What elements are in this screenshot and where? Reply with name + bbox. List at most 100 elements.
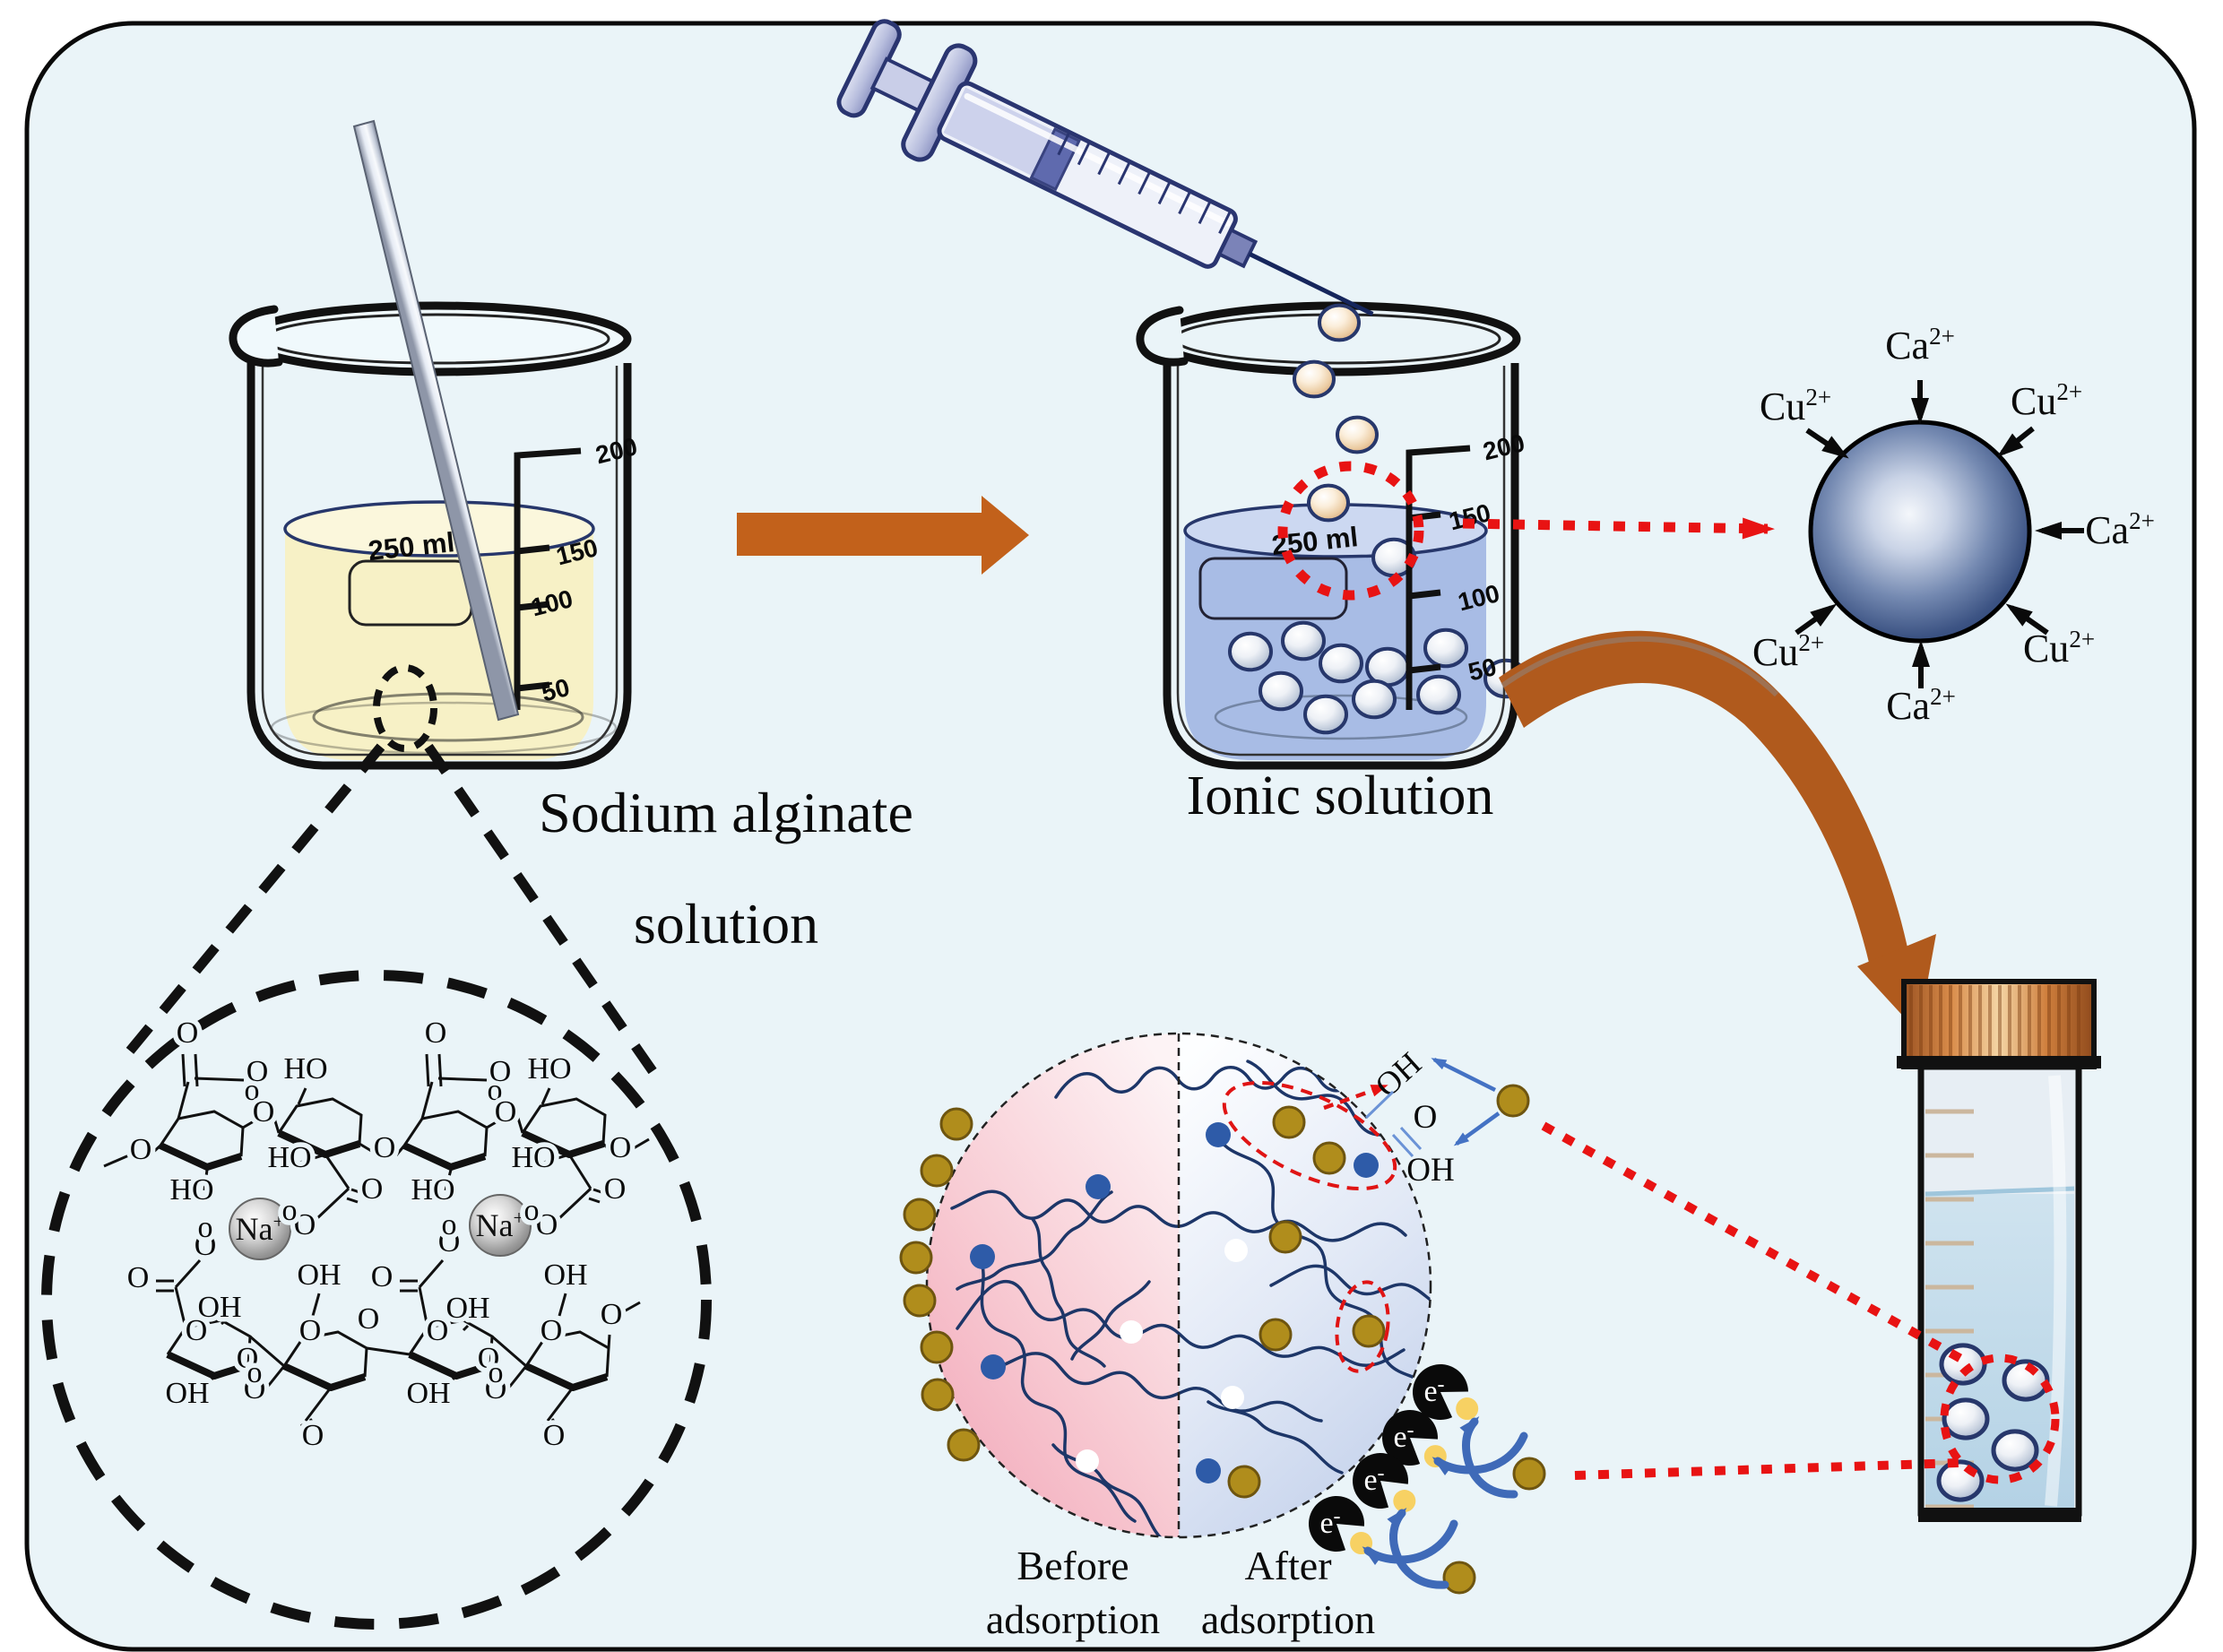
syringe-needle	[1248, 252, 1374, 316]
magnifier-line-left	[118, 743, 385, 1063]
alginate-na-spheres: Na+Na+	[229, 1194, 532, 1260]
molecule-label-25: O	[127, 1261, 150, 1294]
vial-base	[1918, 1508, 2081, 1522]
electron-acceptors: e-e-e-e-	[1309, 1363, 1479, 1555]
molecule-label-19: O	[294, 1208, 316, 1241]
crosslink-dot	[970, 1244, 995, 1269]
molecule-label-38: O	[601, 1298, 623, 1331]
molecule-label-46: o	[489, 1356, 504, 1389]
syringe-tick	[1198, 202, 1211, 225]
vial-cap-ribs	[1909, 985, 2080, 1063]
vial-cap-lip	[1897, 1056, 2101, 1068]
molecule-label-17: O	[361, 1172, 384, 1206]
molecule-label-5: O	[489, 1055, 512, 1088]
o-mid-label: O	[1414, 1099, 1438, 1136]
electron-pacman-0	[1412, 1363, 1468, 1420]
beaker2-glass-wall	[1163, 363, 1519, 770]
pore-dot	[1076, 1449, 1099, 1473]
membrane-circle	[899, 1032, 1546, 1595]
sodium-ion-label-1-sup: +	[514, 1207, 525, 1229]
oval-to-oh-arrow	[1323, 1084, 1388, 1111]
bead	[1352, 679, 1397, 720]
molecule-label-21: O	[536, 1208, 558, 1241]
pore-dot	[1120, 1320, 1143, 1344]
exchange-swirl-2	[1362, 1507, 1458, 1589]
after-label-line2: adsorption	[1201, 1596, 1375, 1642]
molecule-label-29: O	[371, 1260, 394, 1293]
syringe-barrel-liquid	[943, 87, 1055, 177]
ion-arrow-1	[1805, 428, 1849, 459]
oh-bottom-label: OH	[1406, 1152, 1454, 1189]
metal-ion-dot	[1496, 1084, 1530, 1118]
adsorbed-highlight-oval-1	[1222, 1080, 1397, 1191]
metal-ion-dot	[1442, 1561, 1476, 1595]
molecule-label-27: O	[438, 1225, 461, 1258]
syringe-tick	[1057, 133, 1070, 156]
molecule-label-45: O	[485, 1372, 507, 1405]
beaker1-liquid-body	[285, 529, 593, 760]
bead-to-sphere-arrow	[1462, 517, 1775, 540]
molecule-label-41: OH	[165, 1377, 209, 1410]
bead	[1228, 631, 1273, 672]
process-arrow	[737, 496, 1029, 575]
beaker2-spout	[1136, 306, 1189, 367]
membrane-blue-dots	[970, 1122, 1379, 1483]
molecule-label-20: o	[282, 1194, 298, 1227]
ion-label-1-sup: 2+	[1805, 384, 1831, 411]
molecule-label-26: OH	[297, 1258, 341, 1292]
ion-to-oh-arrow-1	[1431, 1057, 1497, 1093]
bead	[1336, 415, 1379, 454]
molecule-label-37: O	[358, 1302, 380, 1336]
bead	[1991, 1429, 2039, 1472]
molecule-label-39: O	[237, 1342, 259, 1375]
bead	[1259, 670, 1303, 712]
metal-ion-dot	[1259, 1318, 1293, 1352]
before-label-line2: adsorption	[986, 1596, 1160, 1642]
molecule-label-31: OH	[197, 1291, 241, 1324]
beaker1-scale-ticks	[516, 544, 550, 692]
vial-beads-highlight-circle	[1940, 1354, 2060, 1484]
bead	[1319, 643, 1363, 684]
bead	[1939, 1343, 1987, 1386]
syringe-tick	[1218, 212, 1232, 234]
molecule-label-12: O	[610, 1131, 632, 1164]
alginate-rings-thin	[159, 1097, 610, 1378]
molecule-label-14: HO	[511, 1141, 555, 1174]
metal-ion-dot	[899, 1241, 933, 1275]
molecule-label-42: OH	[406, 1377, 450, 1410]
molecule-label-1: O	[247, 1055, 269, 1088]
magnifier-dashed	[41, 664, 712, 1630]
beaker2-scale-50: 50	[1466, 653, 1500, 687]
molecule-label-24: o	[198, 1211, 213, 1244]
electron-label-3-sup: -	[1334, 1505, 1341, 1528]
beaker-sodium-alginate: 200 150 100 50 250 ml	[229, 119, 640, 770]
bead-highlight-circle	[1277, 461, 1424, 601]
ion-label-4: Cu2+	[1752, 629, 1824, 674]
alginate-double-bonds	[156, 1053, 605, 1434]
beaker2-bottom-arc	[1214, 694, 1468, 740]
molecule-label-28: o	[442, 1208, 457, 1241]
syringe	[836, 19, 1374, 316]
ion-label-0-sup: 2+	[1929, 323, 1955, 350]
ion-arrow-2	[1996, 426, 2035, 457]
bead	[1318, 303, 1361, 342]
beaker1-glass-wall	[247, 363, 632, 770]
metal-ion-dot	[1512, 1457, 1546, 1491]
syringe-tick	[1097, 152, 1111, 176]
molecule-label-30: OH	[543, 1258, 587, 1292]
bead	[1423, 627, 1468, 669]
bead	[1281, 620, 1326, 662]
molecule-label-40: O	[478, 1342, 500, 1375]
beaker1-spout	[229, 305, 283, 368]
molecule-label-44: o	[247, 1356, 263, 1389]
sample-vial	[1897, 979, 2101, 1522]
syringe-tick	[1157, 182, 1171, 205]
molecule-label-33: O	[186, 1314, 208, 1347]
electron-pacman-2	[1352, 1452, 1408, 1509]
metal-ion-dot	[1272, 1105, 1306, 1139]
crosslink-dot	[1354, 1153, 1379, 1178]
ion-label-6-sup: 2+	[1930, 683, 1956, 710]
beaker2-glass-wall-inner	[1176, 366, 1506, 757]
